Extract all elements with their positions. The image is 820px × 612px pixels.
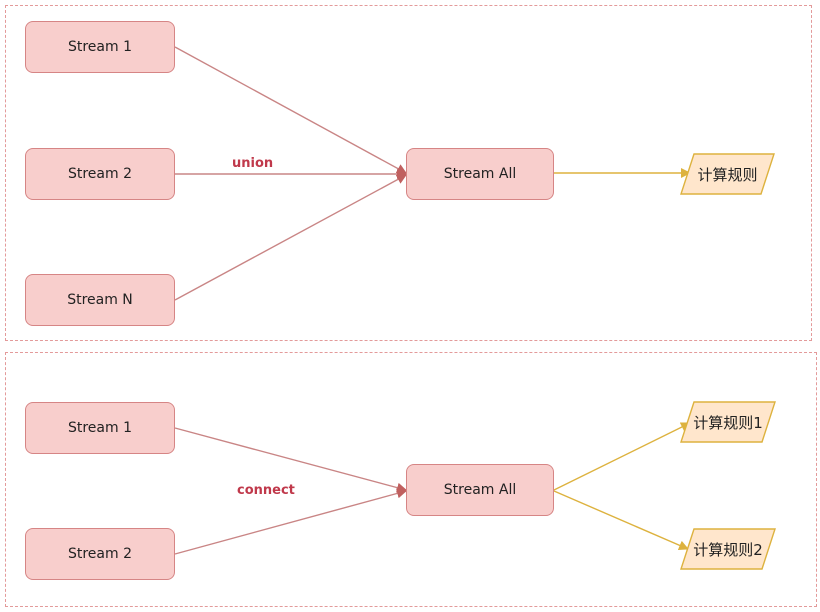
- edge-bottom-stream1-to-all: [174, 427, 407, 493]
- union-edge-label: union: [232, 156, 274, 171]
- edge-top-streamN-to-all: [174, 174, 407, 301]
- bottom-rule2-node[interactable]: 计算规则2: [680, 528, 776, 570]
- top-rule-shape: [680, 153, 775, 195]
- top-streamN-label: Stream N: [67, 292, 133, 308]
- top-stream-all-node[interactable]: Stream All: [406, 148, 554, 200]
- top-rule-label: 计算规则: [697, 165, 758, 184]
- edge-top-stream1-to-all: [174, 46, 407, 174]
- top-stream1-label: Stream 1: [67, 39, 132, 55]
- top-stream2-node[interactable]: Stream 2: [25, 148, 175, 200]
- top-stream1-node[interactable]: Stream 1: [25, 21, 175, 73]
- union-panel: [5, 5, 812, 341]
- edge-bottom-stream2-to-all: [174, 488, 407, 555]
- edge-bottom-all-to-rule1: [553, 422, 691, 491]
- bottom-stream2-node[interactable]: Stream 2: [25, 528, 175, 580]
- bottom-rule1-label: 计算规则1: [693, 413, 763, 432]
- bottom-rule2-shape: [680, 528, 776, 570]
- bottom-stream2-label: Stream 2: [67, 546, 132, 562]
- bottom-stream-all-node[interactable]: Stream All: [406, 464, 554, 516]
- top-stream2-label: Stream 2: [67, 166, 132, 182]
- bottom-rule1-shape: [680, 401, 776, 443]
- edge-bottom-all-to-rule2: [553, 490, 689, 551]
- connect-edge-label: connect: [237, 483, 295, 498]
- top-stream-all-label: Stream All: [443, 166, 517, 182]
- top-rule-node[interactable]: 计算规则: [680, 153, 775, 195]
- bottom-rule1-node[interactable]: 计算规则1: [680, 401, 776, 443]
- connect-panel: [5, 352, 817, 607]
- bottom-rule2-label: 计算规则2: [693, 540, 763, 559]
- bottom-stream1-label: Stream 1: [67, 420, 132, 436]
- bottom-stream1-node[interactable]: Stream 1: [25, 402, 175, 454]
- bottom-stream-all-label: Stream All: [443, 482, 517, 498]
- top-streamN-node[interactable]: Stream N: [25, 274, 175, 326]
